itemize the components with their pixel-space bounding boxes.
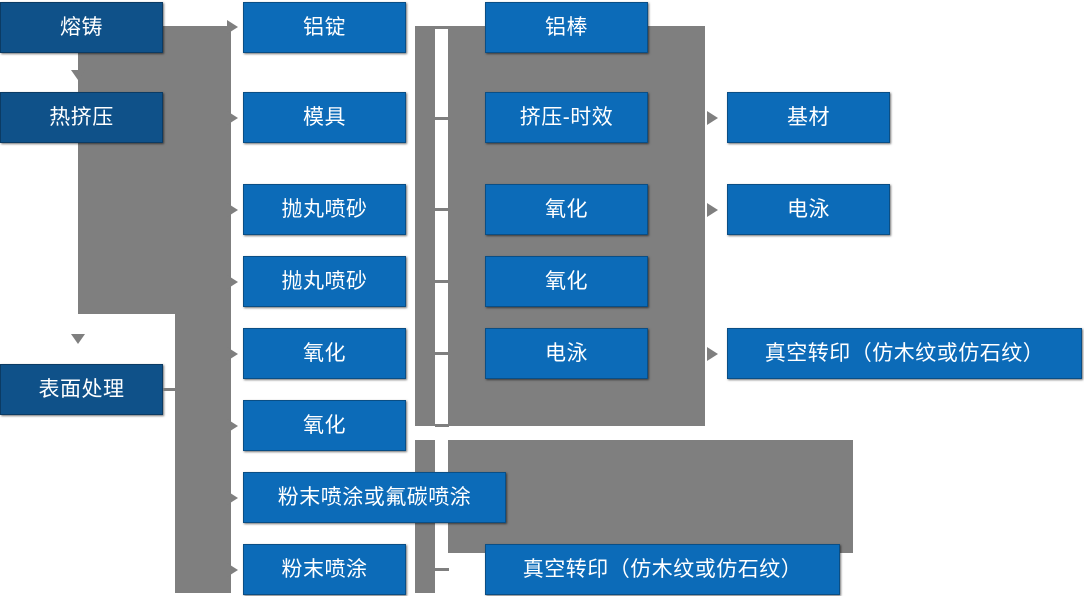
subprocess-box-extrude-aging[interactable]: 挤压-时效 <box>485 92 648 143</box>
arrow-to-aluminum-ingot-icon <box>227 20 238 34</box>
subprocess-label-oxidation-1: 氧化 <box>545 198 588 221</box>
operation-label-aluminum-ingot: 铝锭 <box>303 16 346 39</box>
operation-label-powder-coating: 粉末喷涂 <box>281 558 368 581</box>
arrow-to-shot-blast-1-icon <box>227 203 238 217</box>
arrow-to-electrophoresis-icon <box>707 203 718 217</box>
tick-mark-2 <box>435 117 449 120</box>
subprocess-label-electrophoresis: 电泳 <box>545 342 588 365</box>
output-label-vacuum-transfer: 真空转印（仿木纹或仿石纹） <box>764 342 1045 365</box>
arrow-to-vacuum-transfer-icon <box>707 347 718 361</box>
output-box-electrophoresis[interactable]: 电泳 <box>727 184 890 235</box>
connector-band-mid-left-upper <box>415 26 435 426</box>
arrow-to-oxidation-2-icon <box>227 419 238 433</box>
operation-box-powder-coating[interactable]: 粉末喷涂 <box>243 544 406 595</box>
operation-label-shot-blast-1: 抛丸喷砂 <box>281 198 368 221</box>
output-box-substrate[interactable]: 基材 <box>727 92 890 143</box>
tick-mark-1 <box>435 26 449 29</box>
stage-box-surface-treatment[interactable]: 表面处理 <box>0 364 163 415</box>
operation-box-mold[interactable]: 模具 <box>243 92 406 143</box>
output-label-electrophoresis: 电泳 <box>787 198 830 221</box>
subprocess-box-electrophoresis[interactable]: 电泳 <box>485 328 648 379</box>
tick-mark-6 <box>435 424 449 427</box>
subprocess-label-extrude-aging: 挤压-时效 <box>519 106 614 129</box>
subprocess-label-vacuum-transfer: 真空转印（仿木纹或仿石纹） <box>522 558 803 581</box>
subprocess-label-oxidation-2: 氧化 <box>545 270 588 293</box>
operation-box-shot-blast-1[interactable]: 抛丸喷砂 <box>243 184 406 235</box>
operation-label-oxidation-2: 氧化 <box>303 414 346 437</box>
subprocess-box-oxidation-2[interactable]: 氧化 <box>485 256 648 307</box>
arrow-to-oxidation-1-icon <box>227 347 238 361</box>
operation-box-oxidation-1[interactable]: 氧化 <box>243 328 406 379</box>
tick-mark-7 <box>435 568 449 571</box>
operation-box-oxidation-2[interactable]: 氧化 <box>243 400 406 451</box>
arrow-to-substrate-icon <box>707 111 718 125</box>
stage-box-hot-extrusion[interactable]: 热挤压 <box>0 92 163 143</box>
stage-label-hot-extrusion: 热挤压 <box>49 106 114 129</box>
arrow-to-powder-coating-icon <box>227 563 238 577</box>
operation-label-oxidation-1: 氧化 <box>303 342 346 365</box>
stage-label-melt-cast: 熔铸 <box>60 16 103 39</box>
tick-mark-4 <box>435 280 449 283</box>
connector-stub-surface-treatment <box>163 388 177 391</box>
connector-band-col3-lower <box>448 440 853 553</box>
connector-band-left-lower <box>175 314 231 593</box>
connector-band-left-upper <box>78 26 231 314</box>
arrow-to-powder-or-pvdf-icon <box>227 491 238 505</box>
operation-box-shot-blast-2[interactable]: 抛丸喷砂 <box>243 256 406 307</box>
tick-mark-3 <box>435 208 449 211</box>
arrow-to-shot-blast-2-icon <box>227 275 238 289</box>
subprocess-box-aluminum-bar[interactable]: 铝棒 <box>485 2 648 53</box>
stage-box-melt-cast[interactable]: 熔铸 <box>0 2 163 53</box>
subprocess-label-aluminum-bar: 铝棒 <box>545 16 588 39</box>
tick-mark-5 <box>435 352 449 355</box>
subprocess-box-vacuum-transfer[interactable]: 真空转印（仿木纹或仿石纹） <box>485 544 840 595</box>
operation-label-mold: 模具 <box>303 106 346 129</box>
output-label-substrate: 基材 <box>787 106 830 129</box>
arrow-extrusion-to-surface-icon <box>71 334 85 344</box>
stage-label-surface-treatment: 表面处理 <box>38 378 125 401</box>
operation-box-powder-or-pvdf[interactable]: 粉末喷涂或氟碳喷涂 <box>243 472 506 523</box>
subprocess-box-oxidation-1[interactable]: 氧化 <box>485 184 648 235</box>
operation-label-powder-or-pvdf: 粉末喷涂或氟碳喷涂 <box>277 486 472 509</box>
operation-label-shot-blast-2: 抛丸喷砂 <box>281 270 368 293</box>
output-box-vacuum-transfer[interactable]: 真空转印（仿木纹或仿石纹） <box>727 328 1082 379</box>
arrow-to-mold-icon <box>227 111 238 125</box>
operation-box-aluminum-ingot[interactable]: 铝锭 <box>243 2 406 53</box>
arrow-melt-to-extrusion-icon <box>71 70 85 80</box>
